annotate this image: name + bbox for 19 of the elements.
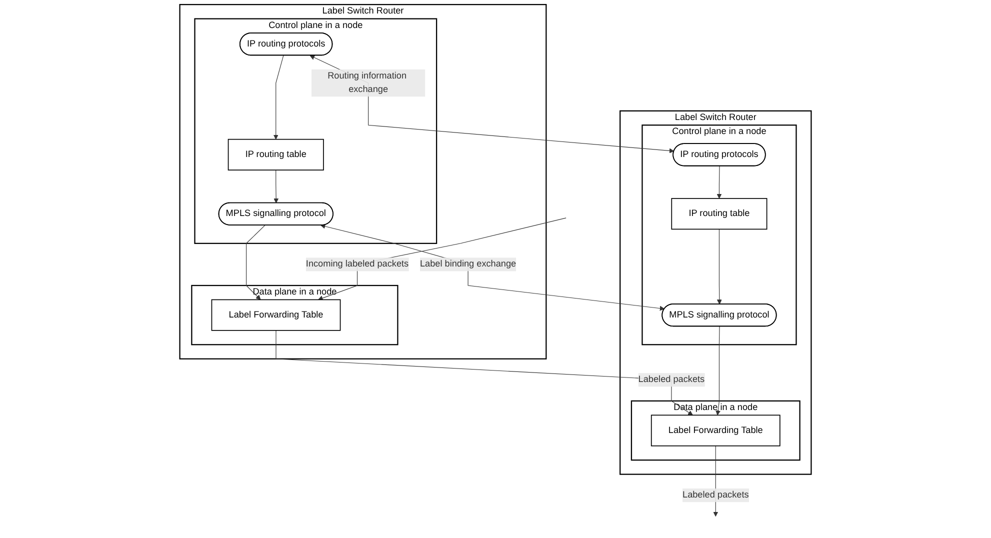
edge-label: Routing information exchange xyxy=(328,71,407,94)
node-box: IP routing table xyxy=(671,198,768,230)
arrow xyxy=(716,166,722,199)
arrow xyxy=(276,330,693,416)
edge-label: Labeled packets xyxy=(682,490,749,500)
node-box: Label Forwarding Table xyxy=(650,414,780,446)
arrow xyxy=(273,55,284,140)
node-box: IP routing table xyxy=(228,138,324,170)
arrow xyxy=(274,170,279,204)
arrow xyxy=(310,55,674,154)
edge-label: Labeled packets xyxy=(638,374,705,384)
edge-label: Incoming labeled packets xyxy=(306,259,409,269)
arrow xyxy=(246,224,266,300)
arrow xyxy=(716,326,721,416)
arrow xyxy=(320,224,665,311)
arrow xyxy=(318,218,566,301)
node-box: Label Forwarding Table xyxy=(211,299,341,331)
edge-label: Label binding exchange xyxy=(420,259,516,269)
arrow xyxy=(716,228,722,304)
